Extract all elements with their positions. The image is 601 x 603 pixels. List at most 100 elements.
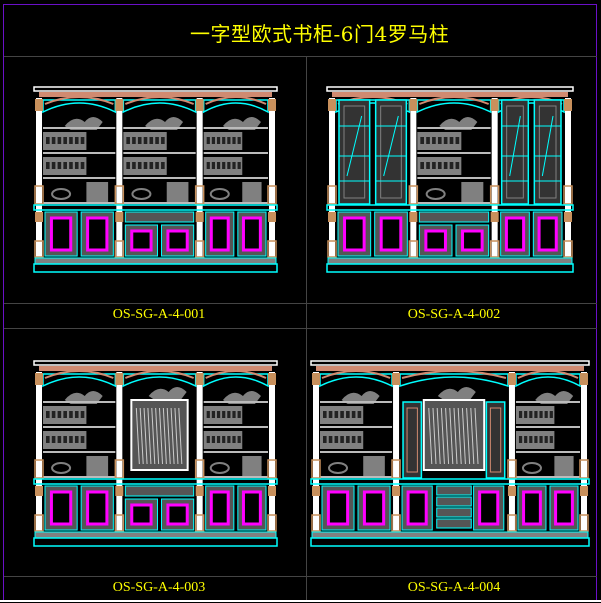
countertop	[33, 478, 278, 485]
door-panel	[86, 216, 109, 252]
frieze-band	[332, 92, 568, 97]
roman-column	[269, 372, 275, 532]
plinth	[34, 531, 277, 539]
carved-ornament	[145, 117, 184, 130]
glass-pane	[380, 105, 402, 199]
book-spine	[232, 436, 236, 443]
column-capital	[564, 99, 572, 111]
column-base-lower	[114, 240, 125, 258]
column-capital	[115, 99, 124, 111]
drawing-code-004: OS-SG-A-4-004	[407, 580, 501, 595]
book-spine	[80, 162, 85, 169]
column-capital	[195, 373, 204, 385]
arch-carving	[124, 96, 195, 105]
book-spine	[211, 411, 216, 418]
door-panel	[326, 490, 350, 526]
column-capital	[195, 99, 204, 111]
cornice	[326, 86, 574, 92]
arch-trim	[42, 373, 117, 388]
book-spine	[74, 411, 79, 418]
book-spine	[351, 411, 356, 418]
book-spine	[346, 411, 350, 418]
column-base-lower	[194, 514, 205, 532]
book-spine	[206, 411, 210, 418]
roman-column	[581, 372, 587, 532]
door-panel	[554, 490, 574, 526]
column-capital	[392, 373, 401, 385]
door-panel	[209, 490, 230, 526]
book-spine	[529, 411, 533, 418]
glass-reflection	[383, 115, 399, 177]
roman-column	[329, 98, 335, 258]
book-spine	[549, 436, 553, 443]
vase-decor	[51, 188, 72, 200]
column-capital-lower	[195, 486, 204, 496]
book-spine	[544, 436, 548, 443]
door-panel	[478, 490, 500, 526]
picture-hatch	[162, 407, 167, 465]
book-spine	[46, 162, 50, 169]
book-spine	[227, 411, 231, 418]
frieze-band	[39, 366, 272, 371]
book-spine	[323, 436, 327, 443]
book-spine	[334, 411, 339, 418]
roman-column	[565, 98, 571, 258]
arch-carving	[205, 96, 267, 105]
book-spine	[534, 436, 538, 443]
book-spine	[455, 137, 460, 144]
book-spine	[143, 162, 148, 169]
carved-ornament	[439, 117, 478, 130]
carved-ornament	[222, 117, 261, 130]
book-spine	[237, 137, 241, 144]
column-base-lower	[391, 514, 401, 532]
column-base-upper	[311, 459, 321, 479]
book-spine	[74, 137, 79, 144]
book-spine	[222, 137, 226, 144]
book-spine	[137, 162, 142, 169]
roman-column	[393, 372, 400, 532]
book-spine	[524, 411, 528, 418]
frieze-band	[39, 92, 272, 97]
books-stack	[166, 182, 189, 202]
books-stack	[554, 456, 574, 476]
base-molding	[326, 263, 574, 273]
drawing-code-003: OS-SG-A-4-003	[112, 580, 206, 595]
book-spine	[328, 411, 333, 418]
column-capital-lower	[392, 486, 401, 496]
column-capital	[312, 373, 320, 385]
side-glass-pane	[489, 407, 502, 473]
column-base-lower	[408, 240, 419, 258]
roman-column	[491, 98, 498, 258]
carved-ornament	[148, 387, 187, 400]
vase-decor	[521, 462, 542, 474]
book-spine	[518, 411, 523, 418]
column-capital-lower	[115, 212, 124, 222]
column-capital-lower	[564, 212, 572, 222]
roman-column	[116, 98, 123, 258]
book-spine	[539, 411, 543, 418]
book-spine	[155, 162, 159, 169]
books-stack	[242, 182, 262, 202]
book-spine	[237, 436, 241, 443]
book-spine	[46, 137, 50, 144]
door-panel	[504, 216, 526, 252]
book-spine	[549, 411, 553, 418]
book-spine	[46, 411, 50, 418]
column-capital	[35, 373, 43, 385]
book-spine	[340, 436, 344, 443]
column-capital-lower	[115, 486, 124, 496]
countertop	[326, 204, 574, 211]
glass-door	[500, 99, 530, 205]
picture-hatch	[445, 407, 450, 465]
arch-trim	[319, 373, 393, 388]
book-spine	[443, 162, 448, 169]
book-spine	[69, 436, 73, 443]
column-capital-lower	[328, 212, 336, 222]
arch-carving	[124, 370, 195, 379]
picture-hatch	[470, 407, 475, 465]
book-spine	[323, 411, 327, 418]
book-spine	[80, 436, 85, 443]
column-capital	[268, 373, 276, 385]
door-panel	[406, 490, 428, 526]
drawer	[436, 507, 472, 518]
